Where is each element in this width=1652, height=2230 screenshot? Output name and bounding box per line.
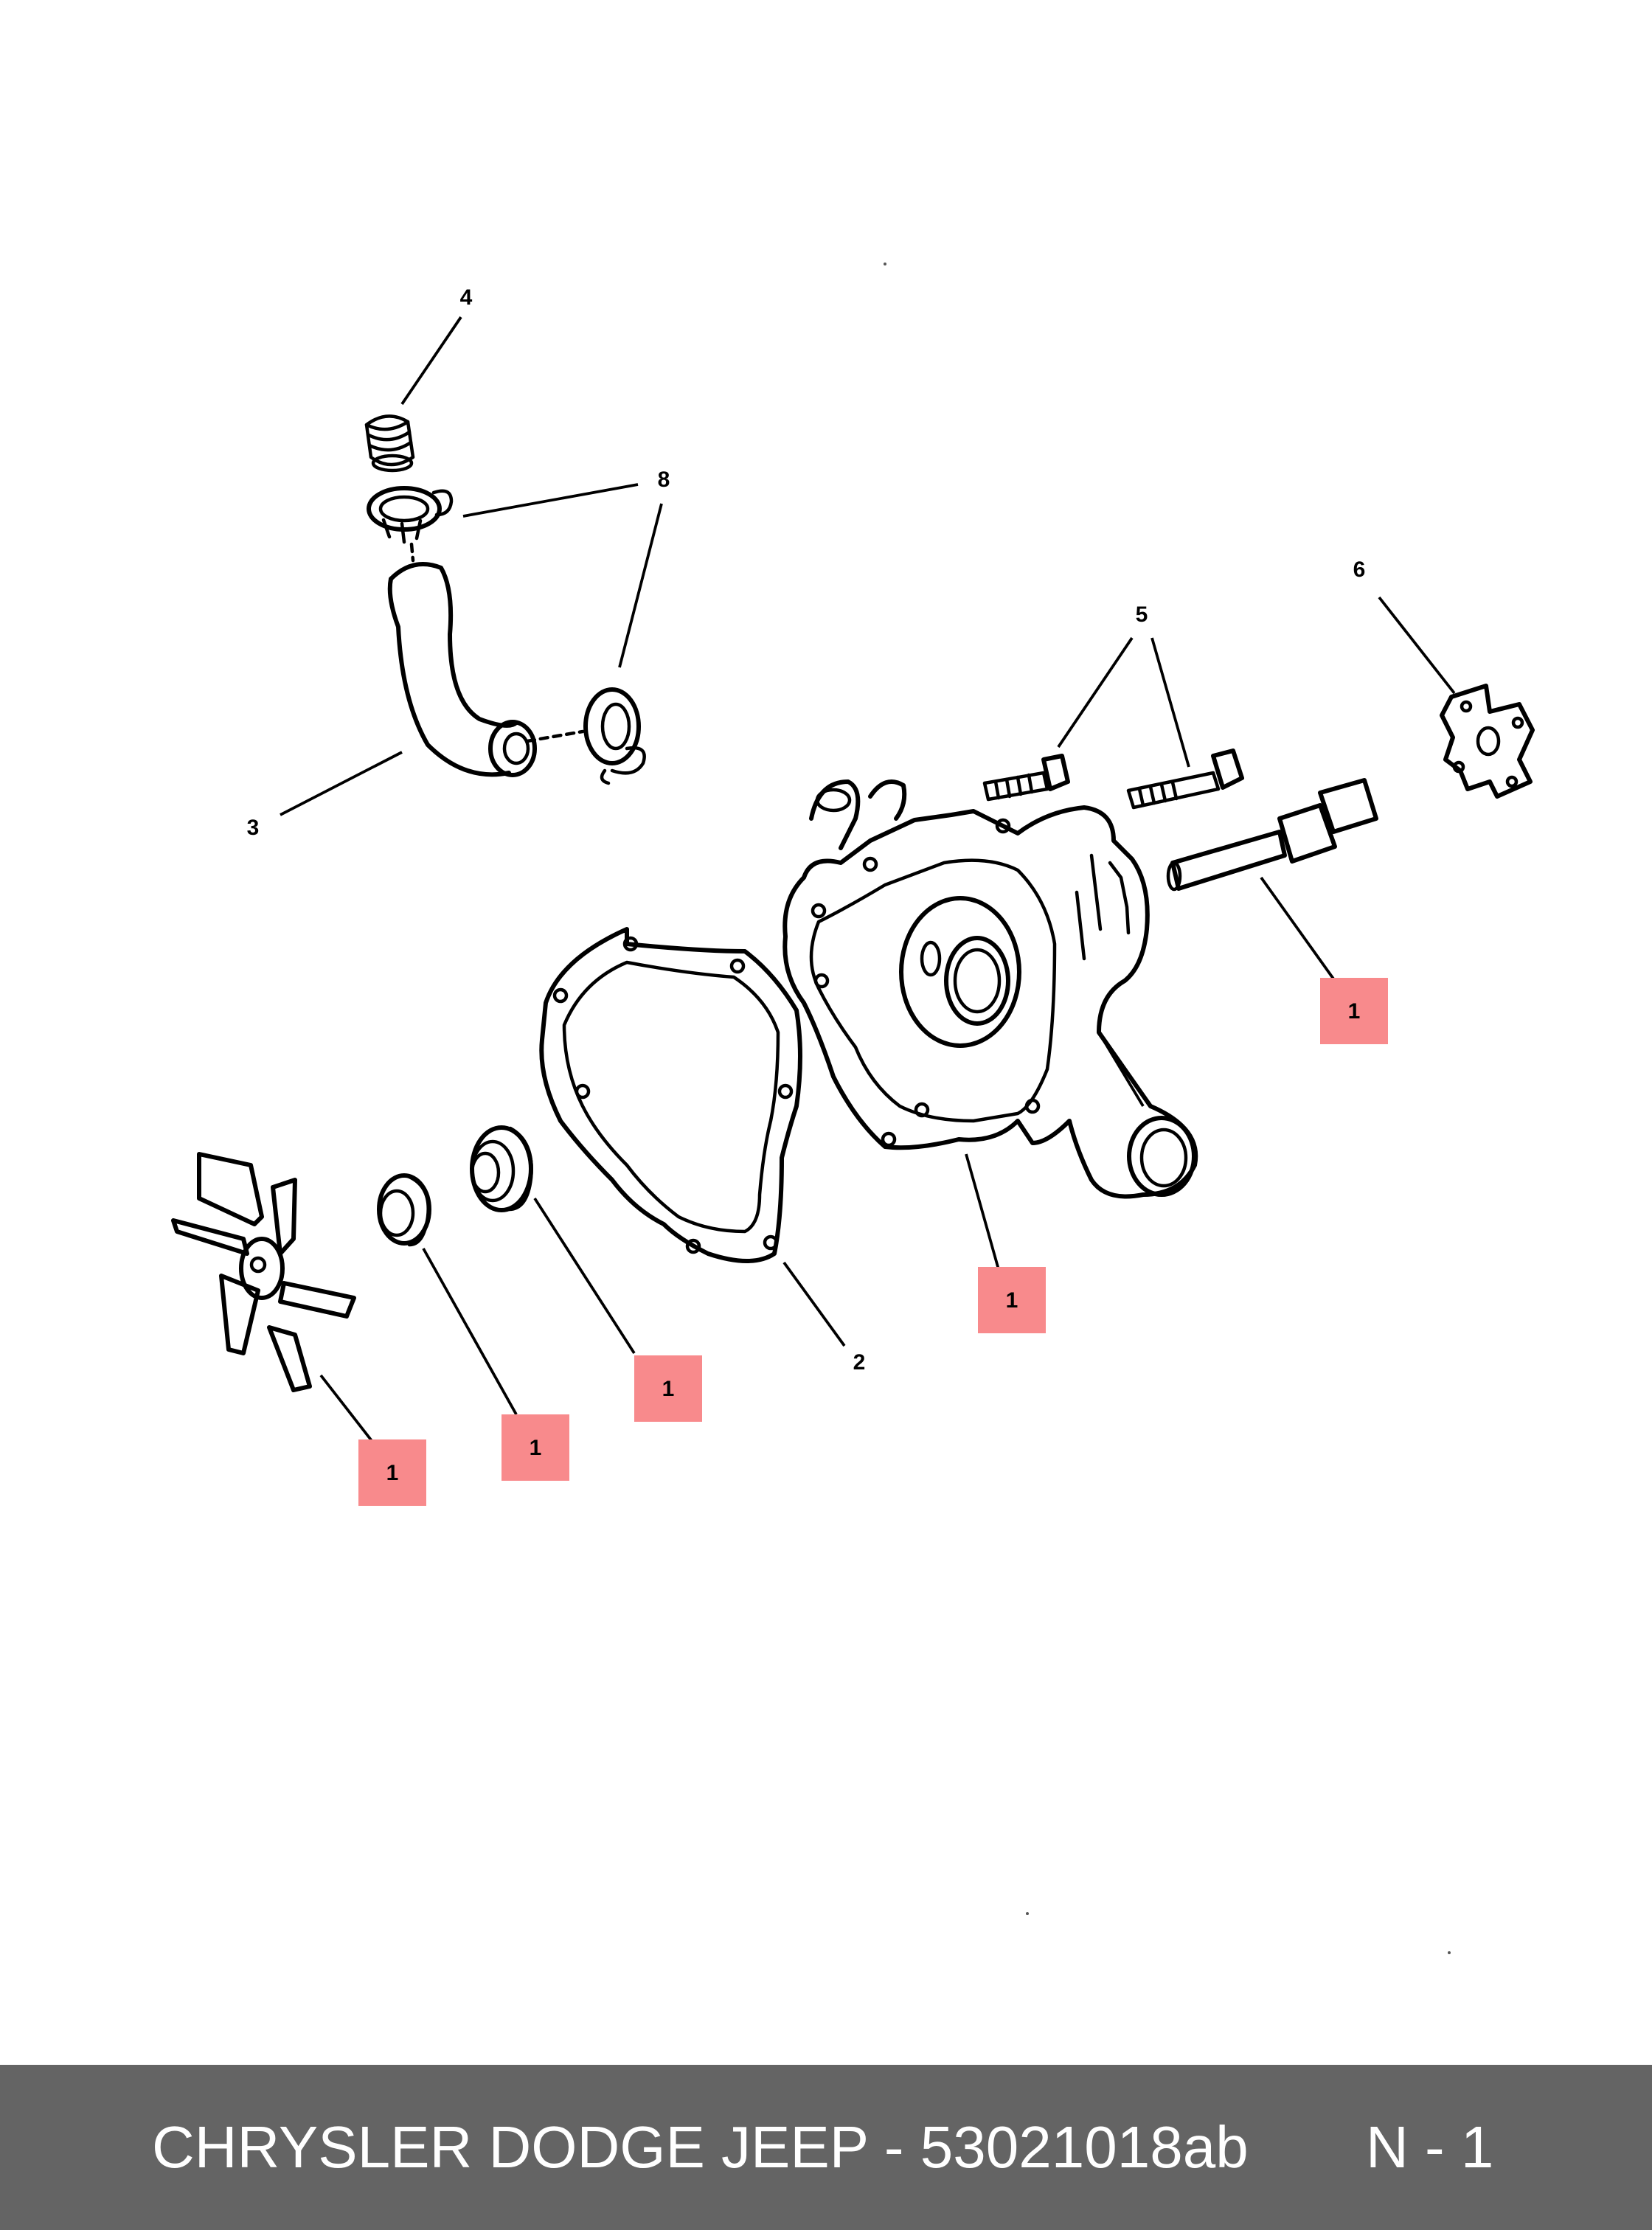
svg-text:1: 1 — [1348, 999, 1361, 1024]
hose-clamp-lower-part — [583, 687, 646, 785]
cooling-fan-part — [171, 1152, 356, 1392]
scan-dot — [1026, 1912, 1029, 1915]
fan-spacer-part — [1440, 684, 1535, 799]
small-seal-part — [377, 1173, 431, 1247]
footer-page-number: N - 1 — [1366, 2114, 1494, 2180]
callout-6: 6 — [1353, 558, 1366, 582]
bolt-left-part — [982, 754, 1070, 802]
pump-gasket-part — [539, 927, 802, 1263]
footer-part-number: CHRYSLER DODGE JEEP - 53021018ab — [152, 2114, 1249, 2180]
footer-bar: CHRYSLER DODGE JEEP - 53021018ab N - 1 — [0, 2065, 1652, 2230]
leader-lines — [280, 316, 1456, 1443]
svg-text:1: 1 — [530, 1436, 542, 1460]
svg-text:1: 1 — [1006, 1288, 1018, 1313]
hose-clamp-upper-part — [367, 486, 454, 544]
scan-dot — [884, 263, 886, 265]
highlight-callout-fan: 1 — [358, 1439, 426, 1506]
pump-seal-part — [470, 1125, 533, 1212]
callout-8: 8 — [658, 468, 670, 492]
scan-dot — [1448, 1951, 1451, 1954]
callout-3: 3 — [247, 816, 260, 840]
svg-text:1: 1 — [386, 1461, 399, 1485]
hose-fitting-part — [364, 414, 415, 473]
highlight-callout-pump-body: 1 — [978, 1267, 1046, 1333]
callout-5: 5 — [1136, 602, 1148, 627]
highlight-callout-small-seal: 1 — [502, 1414, 569, 1481]
highlight-callout-shaft: 1 — [1320, 978, 1388, 1044]
pump-shaft-part — [1166, 778, 1378, 892]
parts-diagram: 4 8 3 6 5 2 1 1 1 1 1 — [171, 263, 1535, 1954]
svg-text:1: 1 — [662, 1377, 675, 1401]
coolant-hose-part — [387, 542, 585, 777]
callout-4: 4 — [460, 285, 473, 310]
bolt-right-part — [1126, 748, 1244, 810]
callout-2: 2 — [853, 1350, 866, 1375]
highlight-callout-pump-seal: 1 — [634, 1355, 702, 1422]
water-pump-body-part — [782, 779, 1198, 1199]
